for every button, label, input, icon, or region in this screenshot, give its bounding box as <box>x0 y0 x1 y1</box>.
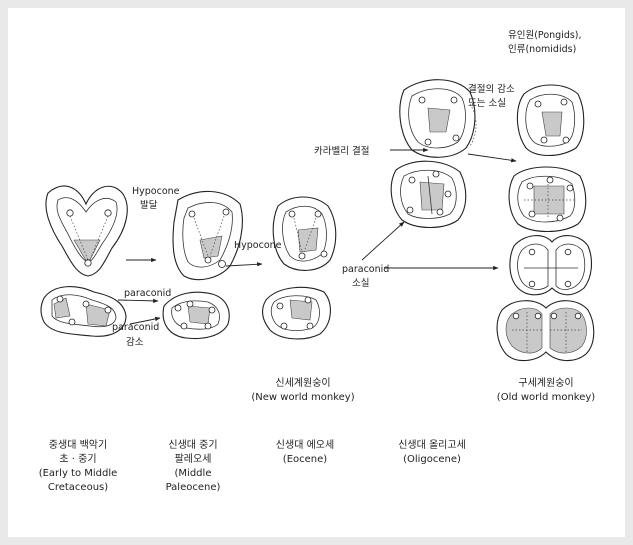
label-carabelli-cusp: 카라벨리 결절 <box>314 145 369 157</box>
label-paraconid: paraconid <box>124 288 171 299</box>
label-cusp-reduction-2: 또는 소실 <box>468 98 506 109</box>
label-paraconid-reduction-1: paraconid <box>112 322 159 333</box>
period-1-line-4: Cretaceous) <box>48 482 108 493</box>
figure-frame: Hypocone 발달 Hypocone paraconid paraconid… <box>8 8 625 537</box>
label-hypocone-development-1: Hypocone <box>132 186 180 197</box>
label-paraconid-loss-1: paraconid <box>342 264 389 275</box>
ape-upper-molar <box>517 85 583 156</box>
oligocene-lower-molar <box>391 161 466 227</box>
eocene-lower-molar <box>263 287 331 339</box>
label-hypocone: Hypocone <box>234 240 282 251</box>
label-hypocone-development-2: 발달 <box>140 199 158 211</box>
ape-lower-molar <box>509 167 586 232</box>
label-cusp-reduction-1: 결절의 감소 <box>468 83 515 95</box>
period-2-line-2: 팔레오세 <box>175 453 212 465</box>
cretaceous-upper-molar <box>46 186 127 276</box>
label-paraconid-loss-2: 소실 <box>352 278 369 289</box>
eocene-upper-molar <box>273 197 336 270</box>
period-4-line-1: 신생대 올리고세 <box>398 439 466 451</box>
period-2-line-4: Paleocene) <box>166 482 221 493</box>
tooth-evolution-diagram: Hypocone 발달 Hypocone paraconid paraconid… <box>8 8 625 537</box>
label-hominids: 인류(nomidids) <box>508 44 576 55</box>
old-world-upper-molar <box>510 236 592 295</box>
oligocene-upper-molar <box>400 80 476 158</box>
caption-old-world-en: (Old world monkey) <box>497 392 595 403</box>
period-2-line-1: 신생대 중기 <box>168 439 217 451</box>
period-4-line-2: (Oligocene) <box>403 454 461 465</box>
label-pongids: 유인원(Pongids), <box>508 30 582 41</box>
period-3-line-1: 신생대 에오세 <box>276 439 334 451</box>
label-paraconid-reduction-2: 감소 <box>126 336 144 348</box>
period-2-line-3: (Middle <box>175 468 212 479</box>
old-world-lower-molar <box>497 301 594 361</box>
period-1-line-3: (Early to Middle <box>39 468 118 479</box>
paleocene-lower-molar <box>163 292 229 338</box>
period-3-line-2: (Eocene) <box>283 454 327 465</box>
period-1-line-2: 초 · 중기 <box>59 453 96 465</box>
period-1-line-1: 중생대 백악기 <box>49 439 107 451</box>
caption-old-world-ko: 구세계원숭이 <box>518 377 573 389</box>
paleocene-upper-molar <box>173 191 242 279</box>
caption-new-world-en: (New world monkey) <box>251 392 354 403</box>
caption-new-world-ko: 신세계원숭이 <box>275 377 330 389</box>
